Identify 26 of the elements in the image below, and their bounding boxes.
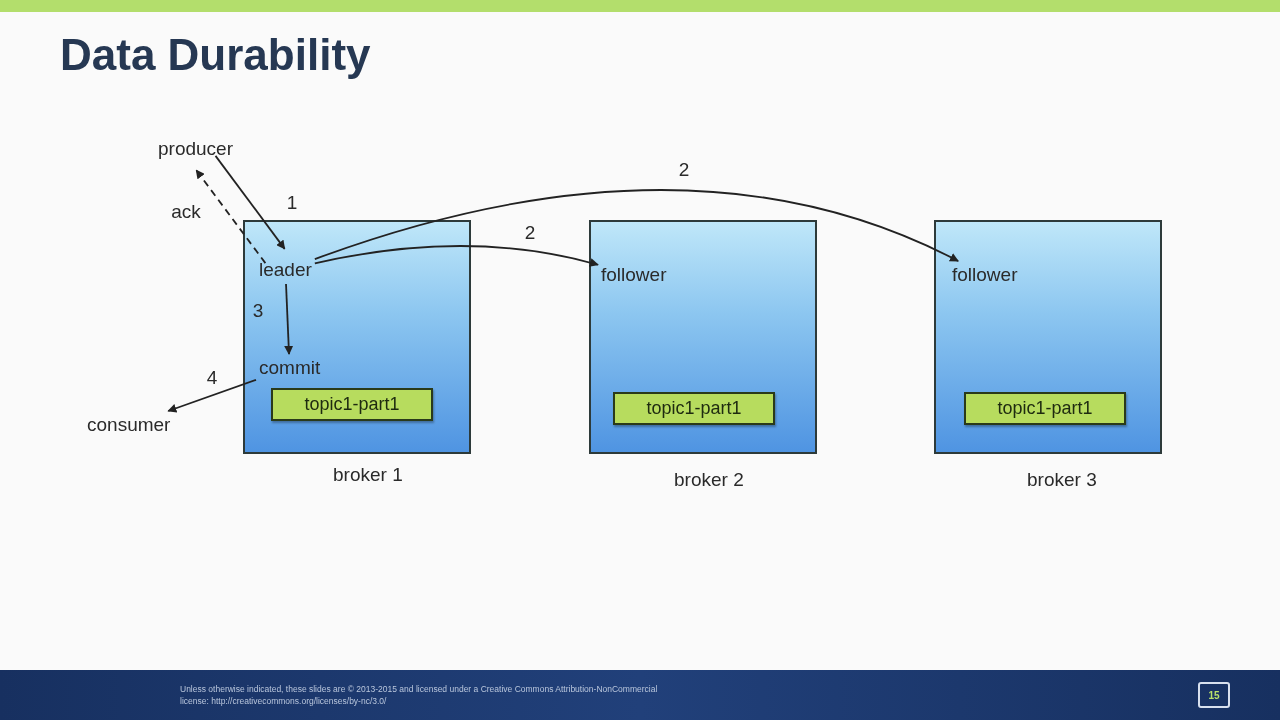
partition-box: topic1-part1 [613,392,775,425]
edge-label: 4 [206,367,218,389]
partition-box: topic1-part1 [964,392,1126,425]
arrow [284,283,294,355]
caption-text: broker 1 [333,464,403,486]
arrow [214,154,286,250]
node-label: follower [952,264,1018,286]
caption-text: broker 2 [674,469,744,491]
license-note: Unless otherwise indicated, these slides are © 2013-2015 and licensed under a Creative Commons Attribution-NonCommercial license: http://creativecommons.org/licenses/by-nc/3.0/ [180,683,659,707]
arrow [313,189,959,262]
slide-title: Data Durability [60,30,371,80]
caption-text: broker 3 [1027,469,1097,491]
node-label: consumer [87,414,171,436]
node-label: follower [601,264,667,286]
edge-label: 1 [286,192,298,214]
partition-box: topic1-part1 [271,388,433,421]
dashed-arrow [195,169,267,265]
edge-label: 2 [524,222,536,244]
edge-label: ack [171,201,201,223]
edge-label: 3 [252,300,264,322]
node-label: commit [259,357,321,379]
node-label: producer [158,138,233,160]
arrow [313,245,599,268]
node-label: leader [259,259,312,281]
page-number: 15 [1198,682,1230,708]
edge-label: 2 [678,159,690,181]
